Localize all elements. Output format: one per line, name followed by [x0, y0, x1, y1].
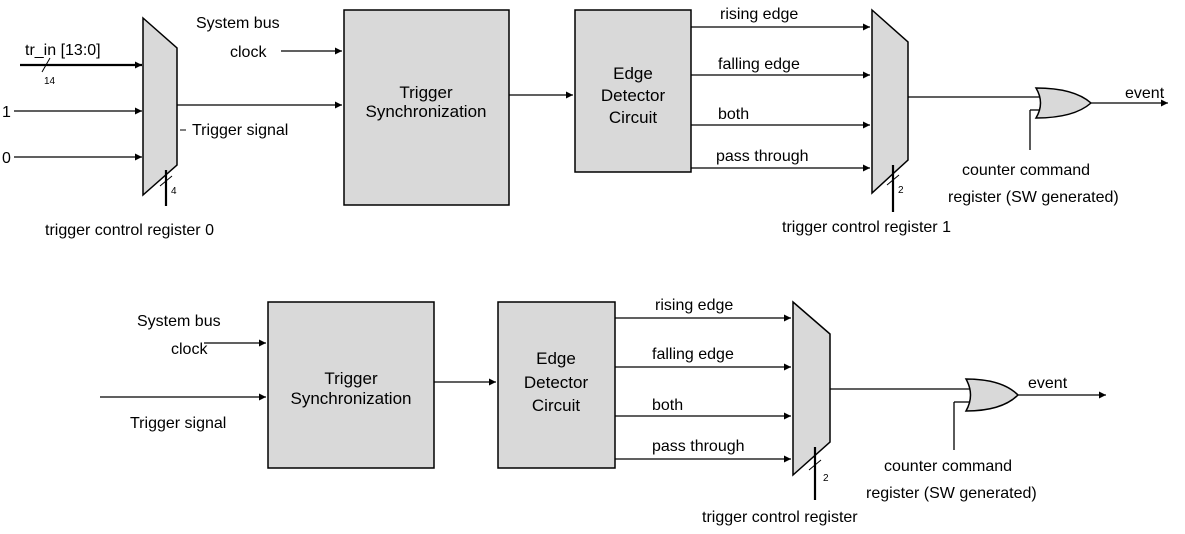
- b-mux-select-label: trigger control register: [702, 509, 858, 526]
- rising-edge-label: rising edge: [720, 6, 798, 23]
- bottom-diagram: System bus clock Trigger signal Trigger …: [100, 297, 1106, 526]
- edge-detector-block: [574, 9, 692, 173]
- b-sysclk-label-line1: System bus: [137, 313, 221, 330]
- counter-cmd-line2: register (SW generated): [948, 189, 1119, 206]
- b-event-label: event: [1028, 375, 1068, 392]
- b-edge-detector-line3: Circuit: [532, 396, 580, 415]
- b-counter-cmd-line2: register (SW generated): [866, 485, 1037, 502]
- sysclk-label-line1: System bus: [196, 15, 280, 32]
- tr-in-label: tr_in [13:0]: [25, 42, 101, 59]
- b-pass-through-label: pass through: [652, 438, 745, 455]
- b-or-gate: [964, 378, 1020, 412]
- edge-detector-line3: Circuit: [609, 108, 657, 127]
- const-one-label: 1: [2, 104, 11, 121]
- b-trigger-signal-label: Trigger signal: [130, 415, 226, 432]
- edge-detector-line2: Detector: [601, 86, 666, 105]
- mux1-select-slash: [886, 174, 900, 186]
- b-edge-detector-block: [497, 301, 616, 469]
- trigger-signal-label: Trigger signal: [192, 122, 288, 139]
- b-mux-select-width: 2: [823, 473, 829, 484]
- trigger-sync-block: [343, 9, 510, 206]
- b-counter-cmd-line1: counter command: [884, 458, 1012, 475]
- b-both-label: both: [652, 397, 683, 414]
- trigger-sync-line1: Trigger: [399, 83, 453, 102]
- b-trigger-sync-line1: Trigger: [324, 369, 378, 388]
- mux1-select-width: 2: [898, 185, 904, 196]
- edge-detector-line1: Edge: [613, 64, 653, 83]
- mux1-select-label: trigger control register 1: [782, 219, 951, 236]
- sysclk-label-line2: clock: [230, 44, 267, 61]
- b-rising-edge-label: rising edge: [655, 297, 733, 314]
- b-trigger-sync-line2: Synchronization: [291, 389, 412, 408]
- b-trigger-sync-block: [267, 301, 435, 469]
- counter-cmd-line1: counter command: [962, 162, 1090, 179]
- top-diagram: tr_in [13:0] 14 1 0 4 trigger control re…: [2, 6, 1168, 239]
- falling-edge-label: falling edge: [718, 56, 800, 73]
- or-gate-1: [1034, 87, 1093, 119]
- mux0-select-label: trigger control register 0: [45, 222, 214, 239]
- mux0-select-slash: [159, 175, 173, 187]
- const-zero-label: 0: [2, 150, 11, 167]
- event-label: event: [1125, 85, 1165, 102]
- mux0-select-width: 4: [171, 186, 177, 197]
- b-sysclk-label-line2: clock: [171, 341, 208, 358]
- tr-in-width: 14: [44, 76, 56, 87]
- tr-in-bus-slash: [41, 57, 51, 73]
- output-mux-1: [871, 8, 909, 195]
- input-mux-0: [142, 16, 178, 197]
- b-output-mux: [792, 300, 831, 477]
- pass-through-label: pass through: [716, 148, 809, 165]
- trigger-sync-line2: Synchronization: [366, 102, 487, 121]
- both-label: both: [718, 106, 749, 123]
- b-edge-detector-line1: Edge: [536, 349, 576, 368]
- b-edge-detector-line2: Detector: [524, 373, 589, 392]
- b-mux-select-slash: [808, 459, 822, 471]
- b-falling-edge-label: falling edge: [652, 346, 734, 363]
